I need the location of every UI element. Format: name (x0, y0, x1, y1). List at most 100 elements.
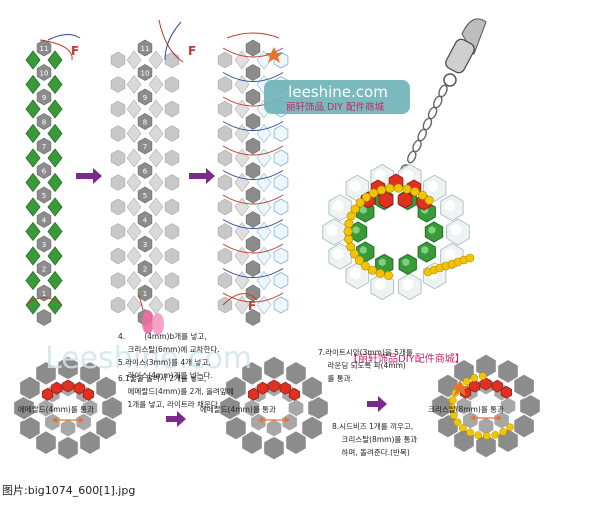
green-bead (25, 197, 41, 217)
grey-bead (137, 137, 153, 155)
outer-bead (217, 51, 233, 69)
right-arrow (189, 168, 215, 184)
bead-number: 5 (143, 192, 147, 200)
red-bead (469, 379, 481, 393)
faded-bead (126, 222, 142, 241)
bottom-watermark-site: Leeshine.com (45, 341, 252, 376)
grey-bead (219, 395, 241, 421)
thread-red (25, 297, 63, 306)
grey-bead (245, 309, 261, 326)
grey-bead (224, 415, 247, 441)
outer-bead (273, 174, 289, 191)
grey-bead (36, 64, 52, 81)
outer-bead (110, 198, 126, 216)
grey-bead (137, 64, 153, 81)
guide-arrowhead (285, 417, 290, 423)
grey-bead (34, 360, 58, 387)
emerald-highlight (378, 258, 386, 267)
seed-bead (350, 204, 360, 214)
faded-bead (126, 50, 142, 70)
green-bead (25, 123, 41, 144)
pink-butterfly-wing (152, 313, 164, 335)
outer-bead (110, 223, 126, 240)
grey-bead (137, 235, 153, 253)
start-star (451, 380, 469, 396)
grey-bead (137, 211, 153, 228)
faded-bead (148, 173, 164, 192)
outer-bead (110, 247, 126, 265)
instruction-step-7: 7.라이트시안(3mm)을 5개를 라운딩 되도록 파(4mm) 를 통과. (318, 348, 413, 383)
seed-bead (478, 372, 487, 380)
seed-bead (474, 431, 482, 440)
red-bead (288, 387, 300, 401)
outer-bead (110, 149, 126, 167)
bead-number: 5 (42, 192, 46, 200)
guide-arrowhead (79, 417, 84, 423)
outer-bead (164, 100, 180, 118)
grey-bead (36, 162, 52, 179)
start-star (265, 47, 283, 63)
faded-bead (126, 75, 142, 94)
bead-number: 1 (143, 290, 147, 298)
instruction-step-8: 8.시드비즈 1개를 끼우고, 크리스탈(8mm)를 통과 하며, 돌려준다.(… (332, 422, 418, 457)
f-label-3: F (248, 299, 256, 313)
grey-bead (513, 413, 536, 439)
label-crystal: 크리스탈(8mm)를 통과 (428, 405, 504, 414)
faded-bead (234, 50, 250, 70)
outer-bead (164, 223, 180, 240)
outer-bead (110, 100, 126, 118)
faded-bead (126, 99, 142, 119)
thread-cross (222, 219, 284, 229)
right-arrow (166, 411, 186, 427)
seed-bead (360, 261, 370, 271)
outer-bead (164, 198, 180, 216)
guide-arrowhead (52, 417, 57, 423)
seed-bead (346, 211, 356, 221)
faded-bead (148, 148, 164, 168)
grey-bead (241, 360, 263, 387)
thread-red (158, 19, 184, 63)
grey-bead (137, 39, 153, 57)
grey-bead (245, 235, 261, 253)
faded-bead (234, 246, 250, 266)
keychain-pendant (322, 18, 487, 301)
green-bead (47, 74, 63, 95)
outer-bead (217, 100, 233, 118)
faded-bead (148, 222, 164, 241)
thread-red (39, 39, 73, 61)
pink-butterfly-wing (142, 310, 154, 334)
outer-bead (110, 51, 126, 69)
outer-bead (164, 247, 180, 265)
outer-bead (164, 76, 180, 93)
emerald-highlight (421, 246, 429, 254)
grey-bead (18, 415, 41, 441)
right-arrow (76, 168, 102, 184)
seed-bead (506, 423, 514, 432)
crystal-highlight (444, 248, 456, 261)
crystal-highlight (375, 169, 386, 182)
faded-bead (126, 197, 142, 217)
green-bead (47, 246, 63, 266)
grey-bead (36, 186, 52, 204)
thread-red (226, 32, 280, 39)
red-bead (257, 381, 269, 395)
green-bead (25, 295, 41, 315)
faded-bead (126, 124, 142, 143)
grey-bead (137, 260, 153, 277)
seed-bead (448, 403, 456, 412)
bead-number: 7 (143, 143, 147, 151)
bead-number: 9 (42, 94, 46, 102)
outer-bead (217, 272, 233, 289)
grey-bead (137, 113, 153, 130)
label-emerald-1: 에메랄드(4mm)를 통과 (18, 405, 94, 414)
thread-cross (222, 72, 284, 82)
seed-bead (343, 226, 353, 236)
green-bead (25, 172, 41, 193)
thread-cross (222, 170, 284, 180)
outer-bead (217, 76, 233, 93)
bead-number: 3 (42, 241, 46, 249)
thread-cross (222, 145, 284, 156)
